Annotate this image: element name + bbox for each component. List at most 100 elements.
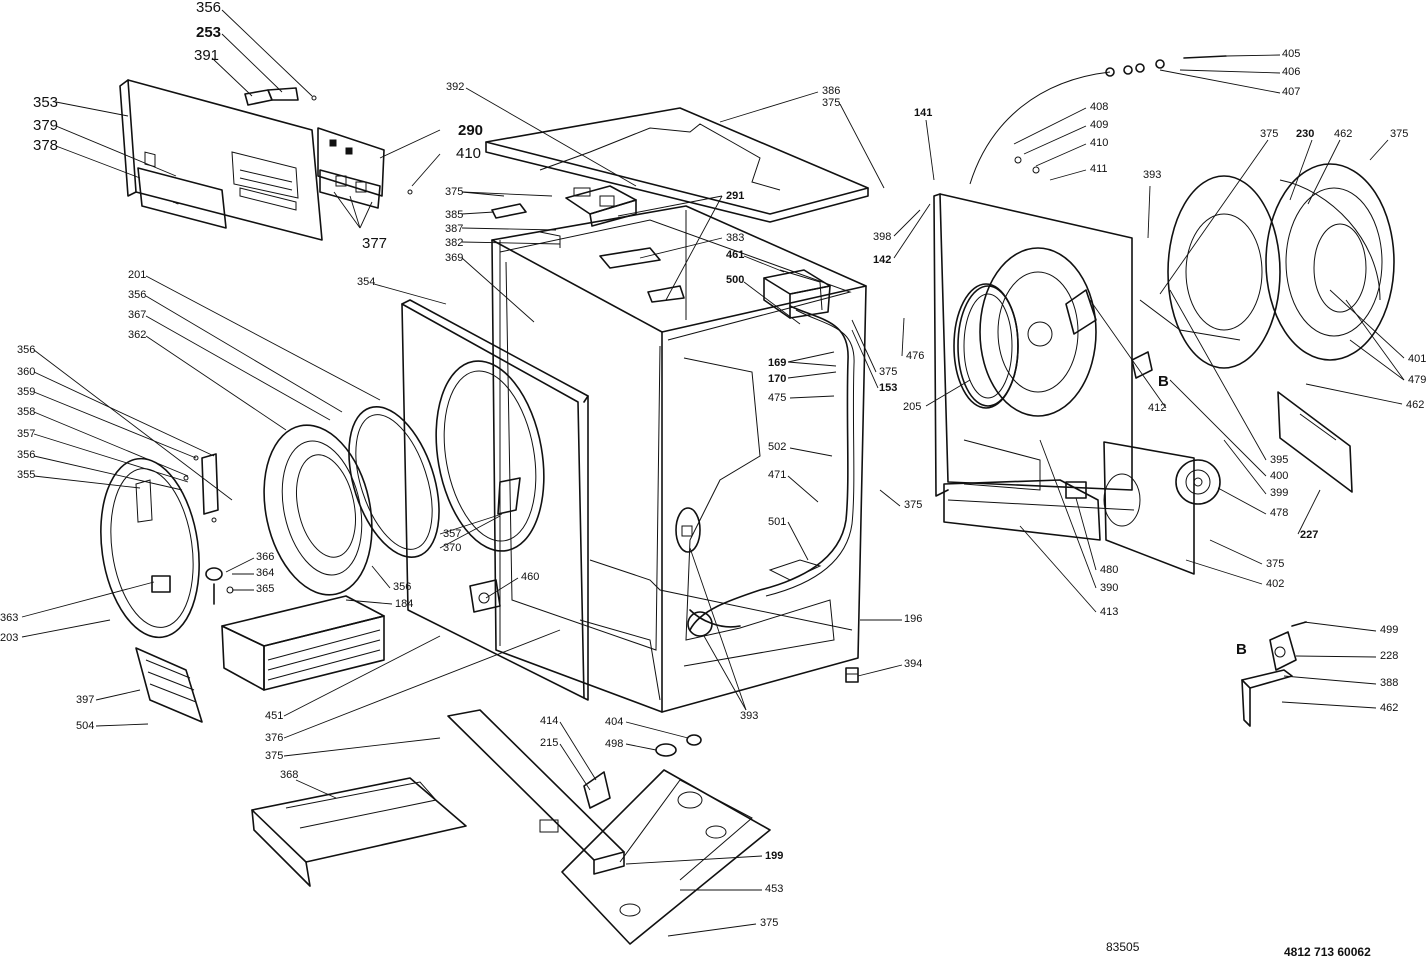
part-callout-label: 399: [1270, 487, 1288, 499]
part-callout-label: 504: [76, 720, 94, 732]
part-callout-label: 357: [443, 528, 461, 540]
part-callout-label: 398: [873, 231, 891, 243]
part-callout-label: 356: [196, 0, 221, 16]
part-callout-label: 141: [914, 107, 932, 119]
part-callout-label: 356: [17, 344, 35, 356]
part-callout-label: 365: [256, 583, 274, 595]
part-callout-label: 498: [605, 738, 623, 750]
part-callout-label: 388: [1380, 677, 1398, 689]
part-callout-label: 375: [1260, 128, 1278, 140]
part-callout-label: 227: [1300, 529, 1318, 541]
part-callout-label: 169: [768, 357, 786, 369]
part-callout-label: 462: [1406, 399, 1424, 411]
drawing-code: 83505: [1106, 940, 1140, 954]
part-callout-label: 394: [904, 658, 922, 670]
part-callout-label: 377: [362, 235, 387, 252]
part-callout-label: 453: [765, 883, 783, 895]
part-callout-label: 290: [458, 122, 483, 139]
hinge-460: [469, 579, 501, 613]
part-callout-label: 153: [879, 382, 897, 394]
tray-413: [943, 479, 1101, 541]
part-callout-label: 391: [194, 47, 219, 64]
part-callout-label: 400: [1270, 470, 1288, 482]
part-callout-label: 215: [540, 737, 558, 749]
part-callout-label: 196: [904, 613, 922, 625]
part-callout-label: 375: [1390, 128, 1408, 140]
part-callout-label: 409: [1090, 119, 1108, 131]
front-rail-376: [447, 709, 625, 875]
bracket-385: [491, 203, 527, 219]
part-callout-label: 253: [196, 24, 221, 41]
part-callout-label: 375: [265, 750, 283, 762]
switch-383: [599, 247, 685, 303]
part-callout-label: 407: [1282, 86, 1300, 98]
part-callout-label: 410: [1090, 137, 1108, 149]
part-callout-label: 392: [446, 81, 464, 93]
part-callout-label: 475: [768, 392, 786, 404]
heater-box-461: [763, 269, 831, 319]
part-callout-label: 382: [445, 237, 463, 249]
hinge-parts-356-360: [183, 453, 219, 523]
part-callout-label: 414: [540, 715, 558, 727]
part-callout-label: 478: [1270, 507, 1288, 519]
belt-205: [953, 283, 1019, 409]
part-callout-label: 363: [0, 612, 18, 624]
part-callout-label: 356: [17, 449, 35, 461]
part-callout-label: 379: [33, 117, 58, 134]
part-callout-label: 462: [1334, 128, 1352, 140]
rear-hardware-405-411: [969, 55, 1227, 185]
fan-housing-401: [1265, 163, 1395, 361]
part-callout-label: 397: [76, 694, 94, 706]
motor-plate-402: [1103, 441, 1195, 575]
part-callout-label: 375: [760, 917, 778, 929]
cabinet-body: [491, 205, 867, 713]
leader-lines: [21, 9, 1405, 937]
svg-text:~: ~: [171, 197, 180, 210]
part-callout-label: 393: [740, 710, 758, 722]
part-callout-label: 413: [1100, 606, 1118, 618]
part-callout-label: 170: [768, 373, 786, 385]
part-callout-label: 375: [879, 366, 897, 378]
part-callout-label: 375: [1266, 558, 1284, 570]
part-callout-label: 401: [1408, 353, 1426, 365]
part-callout-label: 390: [1100, 582, 1118, 594]
part-callout-label: 291: [726, 190, 744, 202]
part-callout-label: 366: [256, 551, 274, 563]
part-callout-label: 375: [445, 186, 463, 198]
door-seal-201: [348, 405, 440, 559]
part-callout-label: 367: [128, 309, 146, 321]
part-callout-label: 408: [1090, 101, 1108, 113]
part-callout-label: 184: [395, 598, 413, 610]
part-callout-label: 405: [1282, 48, 1300, 60]
part-callout-label: 502: [768, 441, 786, 453]
part-callout-label: 383: [726, 232, 744, 244]
panel-insert-378: ~: [137, 167, 227, 229]
part-callout-label: 201: [128, 269, 146, 281]
part-callout-label: 451: [265, 710, 283, 722]
part-callout-label: B: [1236, 641, 1247, 658]
part-callout-label: 385: [445, 209, 463, 221]
part-callout-label: 358: [17, 406, 35, 418]
filter-box-184: [221, 595, 385, 691]
base-plate-453: [561, 769, 771, 945]
part-callout-label: 393: [1143, 169, 1161, 181]
part-callout-label: B: [1158, 373, 1169, 390]
latch-393: [675, 507, 713, 637]
part-callout-label: 199: [765, 850, 783, 862]
part-callout-label: 356: [128, 289, 146, 301]
part-callout-label: 368: [280, 769, 298, 781]
part-callout-label: 353: [33, 94, 58, 111]
part-callout-label: 387: [445, 223, 463, 235]
part-callout-label: 205: [903, 401, 921, 413]
part-callout-label: 412: [1148, 402, 1166, 414]
part-callout-label: 479: [1408, 374, 1426, 386]
part-callout-label: 357: [17, 428, 35, 440]
part-callout-label: 406: [1282, 66, 1300, 78]
switch-391: [244, 87, 317, 106]
part-callout-label: 369: [445, 252, 463, 264]
part-callout-label: 461: [726, 249, 744, 261]
